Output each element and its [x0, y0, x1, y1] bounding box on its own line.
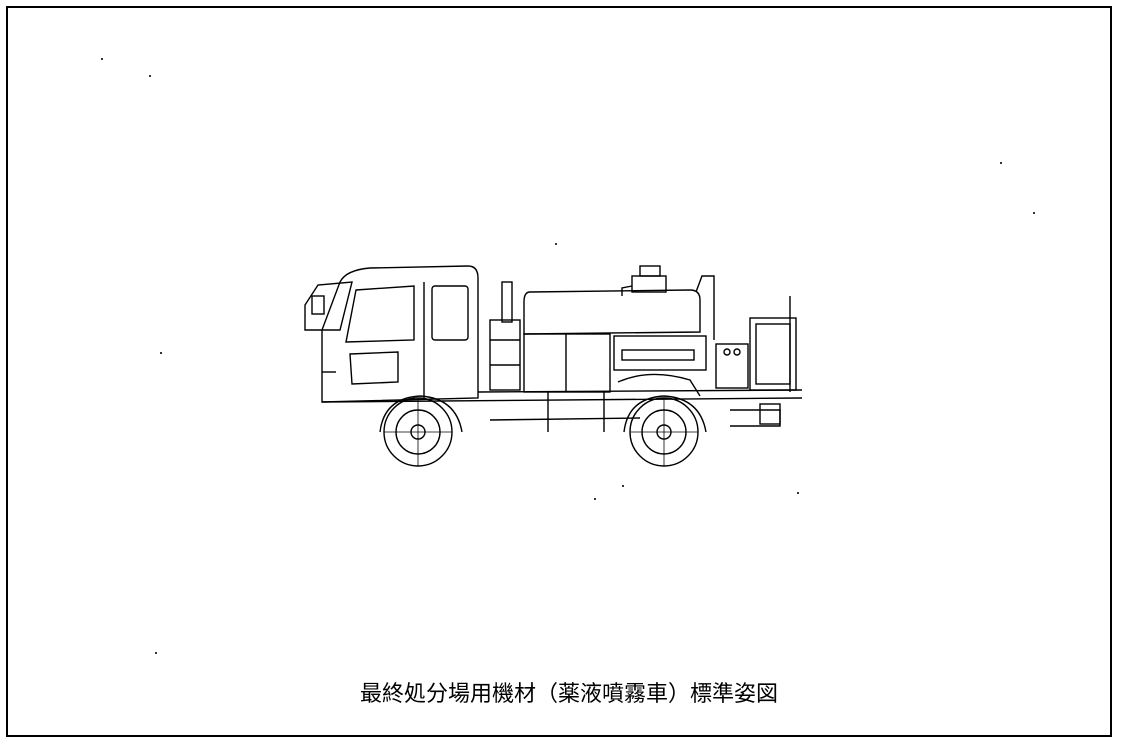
- rear-equipment: [715, 296, 797, 392]
- truck-stack: [489, 281, 521, 391]
- scan-speck: [797, 492, 799, 494]
- scan-speck: [155, 652, 157, 654]
- scan-speck: [1033, 212, 1035, 214]
- spray-tank: [523, 265, 715, 340]
- scan-speck: [160, 352, 162, 354]
- truck-chassis: [321, 373, 803, 432]
- drawing-frame: [6, 6, 1112, 737]
- equipment-compartment: [523, 333, 707, 393]
- figure-caption: 最終処分場用機材（薬液噴霧車）標準姿図: [360, 682, 779, 707]
- scan-speck: [101, 58, 103, 60]
- scan-speck: [1000, 162, 1002, 164]
- scan-speck: [555, 243, 557, 245]
- front-wheel: [379, 395, 463, 467]
- scan-speck: [594, 498, 596, 500]
- scan-speck: [622, 485, 624, 487]
- truck-cab: [304, 265, 479, 403]
- rear-wheel: [623, 395, 707, 467]
- scan-speck: [149, 75, 151, 77]
